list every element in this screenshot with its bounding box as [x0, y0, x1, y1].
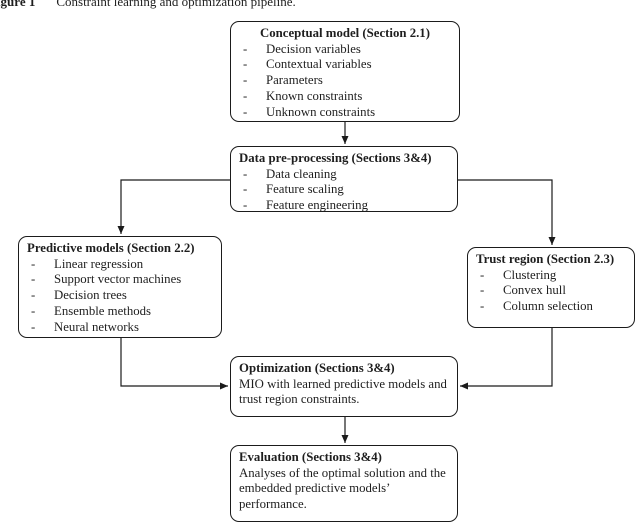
list-item: - Known constraints — [239, 89, 451, 105]
list-item: - Column selection — [476, 299, 626, 315]
dash-bullet: - — [243, 104, 248, 119]
dash-bullet: - — [480, 299, 485, 314]
item-text: Convex hull — [503, 283, 566, 298]
arrow-trust-to-optimization — [460, 327, 553, 390]
dash-bullet: - — [31, 303, 36, 318]
item-text: Support vector machines — [54, 272, 182, 287]
dash-bullet: - — [243, 73, 248, 88]
evaluation-title: Evaluation (Sections 3&4) — [239, 450, 382, 464]
list-item: - Clustering — [476, 268, 626, 284]
predictive-models-title: Predictive models (Section 2.2) — [27, 241, 195, 255]
trust-region-title: Trust region (Section 2.3) — [476, 252, 615, 266]
list-item: - Parameters — [239, 73, 451, 89]
item-text: Decision variables — [266, 41, 361, 56]
figure-label: Figure 1 — [0, 0, 36, 9]
item-text: Ensemble methods — [54, 303, 152, 318]
list-item: - Decision variables — [239, 42, 451, 58]
arrow-preprocessing-to-predictive — [117, 179, 231, 234]
item-text: Decision trees — [54, 288, 127, 303]
dash-bullet: - — [31, 272, 36, 287]
list-item: - Feature scaling — [239, 182, 449, 198]
list-item: - Unknown constraints — [239, 105, 451, 121]
optimization-title: Optimization (Sections 3&4) — [239, 361, 395, 375]
dash-bullet: - — [480, 283, 485, 298]
list-item: - Linear regression — [27, 257, 213, 273]
arrow-predictive-to-optimization — [120, 337, 228, 390]
list-item: - Support vector machines — [27, 272, 213, 288]
conceptual-model-box: Conceptual model (Section 2.1) - Decision… — [230, 21, 460, 122]
evaluation-box: Evaluation (Sections 3&4) Analyses of th… — [230, 445, 458, 522]
optimization-box: Optimization (Sections 3&4) MIO with lea… — [230, 356, 458, 417]
item-text: Parameters — [266, 73, 323, 88]
item-text: Data cleaning — [266, 166, 337, 181]
item-text: Linear regression — [54, 256, 144, 271]
predictive-models-box: Predictive models (Section 2.2) - Linear … — [18, 236, 222, 338]
data-preprocessing-box: Data pre-processing (Sections 3&4) - Data… — [230, 146, 458, 212]
list-item: - Data cleaning — [239, 167, 449, 183]
optimization-description: MIO with learned predictive models and t… — [239, 376, 447, 407]
evaluation-description: Analyses of the optimal solution and the… — [239, 465, 446, 512]
dash-bullet: - — [243, 57, 248, 72]
list-item: - Contextual variables — [239, 57, 451, 73]
figure-caption: Figure 1 Constraint learning and optimiza… — [0, 0, 296, 9]
trust-region-box: Trust region (Section 2.3) - Clustering -… — [467, 247, 635, 328]
item-text: Feature engineering — [266, 198, 368, 213]
item-text: Column selection — [503, 299, 593, 314]
dash-bullet: - — [243, 182, 248, 197]
dash-bullet: - — [31, 256, 36, 271]
item-text: Clustering — [503, 267, 557, 282]
list-item: - Feature engineering — [239, 198, 449, 214]
dash-bullet: - — [480, 267, 485, 282]
list-item: - Neural networks — [27, 320, 213, 336]
item-text: Feature scaling — [266, 182, 344, 197]
list-item: - Decision trees — [27, 288, 213, 304]
dash-bullet: - — [243, 166, 248, 181]
conceptual-model-title: Conceptual model (Section 2.1) — [260, 26, 430, 40]
list-item: - Convex hull — [476, 283, 626, 299]
list-item: - Ensemble methods — [27, 304, 213, 320]
arrow-preprocessing-to-trust — [457, 179, 556, 245]
item-text: Known constraints — [266, 88, 363, 103]
dash-bullet: - — [31, 288, 36, 303]
figure-caption-text: Constraint learning and optimization pip… — [56, 0, 296, 9]
dash-bullet: - — [243, 41, 248, 56]
item-text: Contextual variables — [266, 57, 372, 72]
item-text: Neural networks — [54, 319, 139, 334]
dash-bullet: - — [243, 88, 248, 103]
dash-bullet: - — [31, 319, 36, 334]
item-text: Unknown constraints — [266, 104, 376, 119]
dash-bullet: - — [243, 198, 248, 213]
data-preprocessing-title: Data pre-processing (Sections 3&4) — [239, 151, 432, 165]
